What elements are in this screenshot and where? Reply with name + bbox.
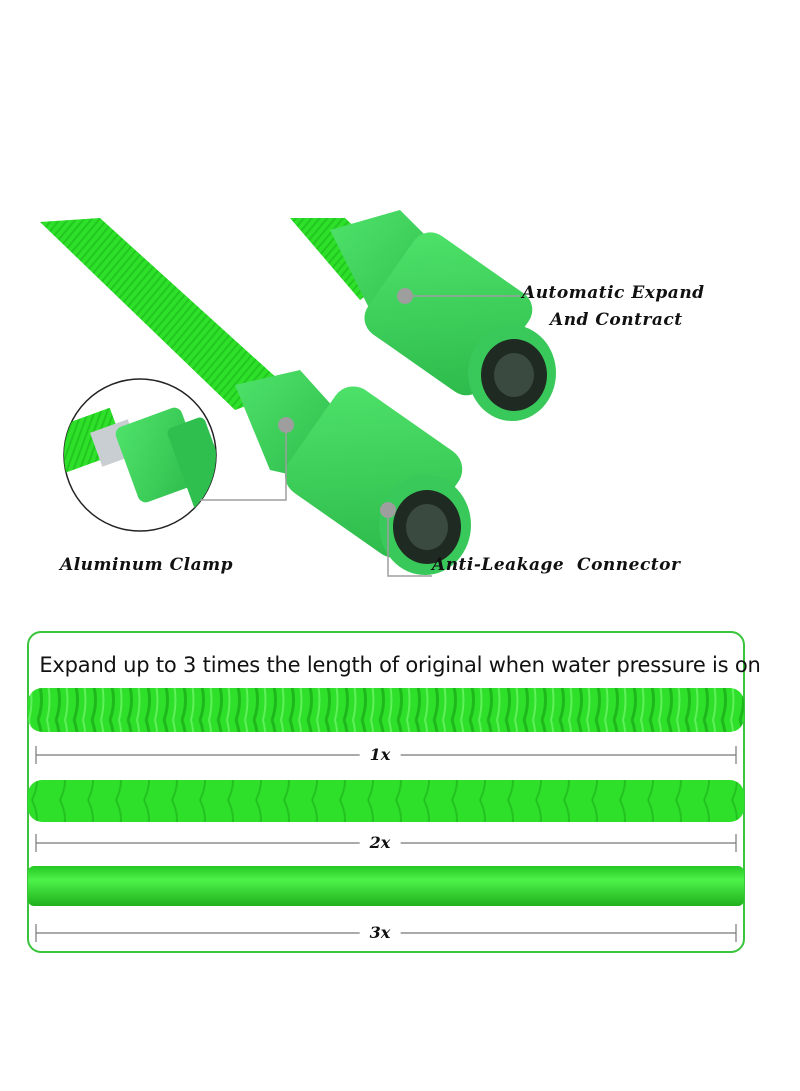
- callout-leaders: [200, 295, 520, 577]
- hose-stage-3x: [28, 866, 744, 906]
- callout-automatic-line2: And Contract: [550, 310, 683, 330]
- product-illustration: [40, 210, 556, 577]
- stage-label-2x: 2x: [359, 833, 401, 852]
- upper-hose: [290, 210, 556, 421]
- callout-dot-clamp: [278, 417, 294, 433]
- aluminum-clamp-closeup: [63, 378, 217, 532]
- callout-automatic-line1: Automatic Expand: [522, 283, 705, 303]
- callout-aluminum-clamp: Aluminum Clamp: [60, 555, 233, 575]
- stage-label-1x: 1x: [359, 745, 401, 764]
- callout-dot-automatic: [397, 288, 413, 304]
- hose-stage-2x: [28, 780, 744, 822]
- callout-automatic-expand: Automatic Expand And Contract: [522, 280, 705, 334]
- expansion-stages: [28, 688, 744, 942]
- callout-anti-leakage: Anti-Leakage Connector: [432, 555, 681, 575]
- hose-stage-1x: [28, 688, 744, 732]
- stage-label-3x: 3x: [359, 923, 401, 942]
- expansion-headline: Expand up to 3 times the length of origi…: [39, 653, 761, 677]
- callout-dot-leakage: [380, 502, 396, 518]
